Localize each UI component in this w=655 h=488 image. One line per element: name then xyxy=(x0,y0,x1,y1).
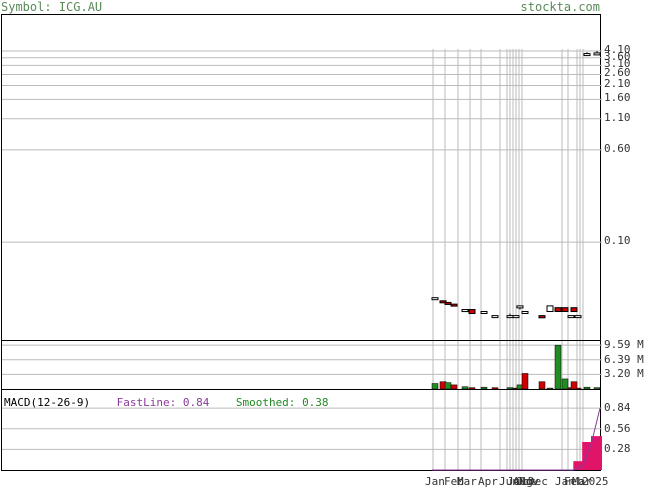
volume-chart xyxy=(2,341,602,390)
macd-pane xyxy=(1,389,602,471)
price-candle xyxy=(570,307,578,312)
x-tick-label: Mar xyxy=(572,475,592,488)
volume-tick-label: 6.39 M xyxy=(604,352,644,366)
macd-title: MACD(12-26-9) xyxy=(4,396,91,409)
volume-bar xyxy=(538,381,546,390)
price-tick-label: 1.10 xyxy=(604,110,631,124)
price-candle xyxy=(546,305,554,312)
price-candle xyxy=(480,310,488,314)
price-candle xyxy=(431,297,439,301)
price-candle xyxy=(583,53,591,57)
price-candle xyxy=(593,52,601,56)
volume-bar xyxy=(521,373,529,390)
macd-tick-label: 0.84 xyxy=(604,401,631,415)
fastline-label: FastLine: xyxy=(116,396,177,409)
volume-bar xyxy=(554,344,562,390)
price-candle xyxy=(506,315,514,319)
price-candle xyxy=(450,303,458,307)
macd-tick-label: 0.56 xyxy=(604,421,631,435)
volume-pane xyxy=(1,340,602,390)
x-tick-label: Apr xyxy=(478,475,498,488)
smoothed-value: 0.38 xyxy=(302,396,329,409)
volume-bar xyxy=(570,381,578,390)
volume-bar xyxy=(491,387,499,390)
price-tick-label: 3.60 xyxy=(604,49,631,63)
price-candle xyxy=(461,309,469,313)
price-candle xyxy=(554,307,562,312)
volume-tick-label: 3.20 M xyxy=(604,367,644,381)
price-candle xyxy=(512,315,520,319)
x-tick-label: Dec xyxy=(528,475,548,488)
x-tick-label: Aug xyxy=(513,475,533,488)
price-candle xyxy=(439,300,447,304)
price-tick-label: 2.10 xyxy=(604,77,631,91)
volume-tick-label: 9.59 M xyxy=(604,338,644,352)
price-tick-label: 0.10 xyxy=(604,234,631,248)
price-candle xyxy=(567,315,575,319)
x-tick-label: Jul xyxy=(507,475,527,488)
macd-legend: MACD(12-26-9) FastLine: 0.84 Smoothed: 0… xyxy=(4,396,329,409)
price-tick-label: 3.10 xyxy=(604,57,631,71)
price-tick-label: 0.60 xyxy=(604,141,631,155)
volume-bar xyxy=(546,387,554,390)
x-tick-label: Feb xyxy=(564,475,584,488)
price-candle xyxy=(491,315,499,319)
x-tick-label: Jan xyxy=(555,475,575,488)
macd-tick-label: 0.28 xyxy=(604,442,631,456)
x-tick-label: Jun xyxy=(499,475,519,488)
x-tick-label: 2025 xyxy=(582,475,609,488)
x-tick-label: Nov xyxy=(519,475,539,488)
site-link[interactable]: stockta.com xyxy=(520,0,600,14)
smoothed-label: Smoothed: xyxy=(235,396,296,409)
macd-histogram-bar xyxy=(591,436,602,470)
price-candle xyxy=(468,309,476,315)
price-tick-label: 2.60 xyxy=(604,66,631,80)
x-tick-label: Mar xyxy=(457,475,477,488)
x-tick-label: Oct xyxy=(516,475,536,488)
price-candle xyxy=(561,307,569,312)
volume-bar xyxy=(468,387,476,390)
price-candle xyxy=(444,301,452,305)
macd-chart xyxy=(2,390,602,471)
x-tick-label: Jan xyxy=(425,475,445,488)
volume-bar xyxy=(561,378,569,390)
price-candle xyxy=(516,305,524,309)
price-candle xyxy=(538,315,546,319)
x-tick-label: Feb xyxy=(444,475,464,488)
price-tick-label: 4.10 xyxy=(604,43,631,56)
price-candle xyxy=(521,310,529,314)
price-chart xyxy=(2,49,602,342)
price-candle xyxy=(574,315,582,319)
price-tick-label: 1.60 xyxy=(604,91,631,105)
macd-fastline xyxy=(432,407,601,471)
symbol-label: Symbol: ICG.AU xyxy=(1,0,103,14)
fastline-value: 0.84 xyxy=(182,396,210,409)
volume-bar xyxy=(593,387,601,390)
price-pane xyxy=(1,14,602,342)
